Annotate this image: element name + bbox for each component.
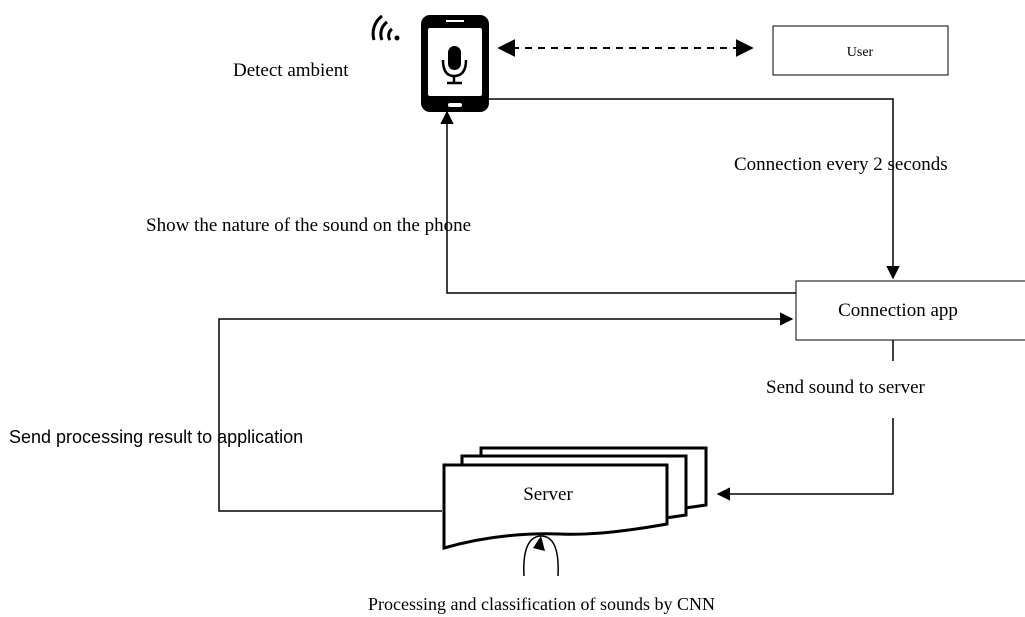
user-label: User bbox=[847, 45, 874, 60]
app-to-phone-connector bbox=[440, 110, 796, 294]
wireless-signal-icon bbox=[371, 14, 400, 41]
server-label: Server bbox=[523, 484, 573, 505]
send-result-label: Send processing result to application bbox=[9, 427, 303, 447]
connection-every-label: Connection every 2 seconds bbox=[734, 154, 948, 175]
smartphone-icon bbox=[421, 15, 489, 112]
processing-loop-arrowhead bbox=[533, 536, 545, 551]
server-to-app-connector bbox=[218, 312, 794, 512]
server-node[interactable]: Server bbox=[442, 446, 708, 550]
send-sound-label: Send sound to server bbox=[766, 377, 926, 398]
show-nature-label: Show the nature of the sound on the phon… bbox=[146, 215, 471, 236]
phone-to-app-connector bbox=[489, 98, 900, 280]
processing-label: Processing and classification of sounds … bbox=[368, 594, 715, 614]
processing-loop bbox=[523, 535, 559, 577]
app-to-server-connector bbox=[716, 418, 894, 501]
microphone-icon bbox=[441, 46, 468, 85]
connection-app-label: Connection app bbox=[838, 300, 958, 321]
user-node[interactable]: User bbox=[772, 25, 949, 76]
connection-app-node[interactable]: Connection app bbox=[795, 280, 1025, 341]
detect-ambient-label: Detect ambient bbox=[233, 60, 349, 81]
